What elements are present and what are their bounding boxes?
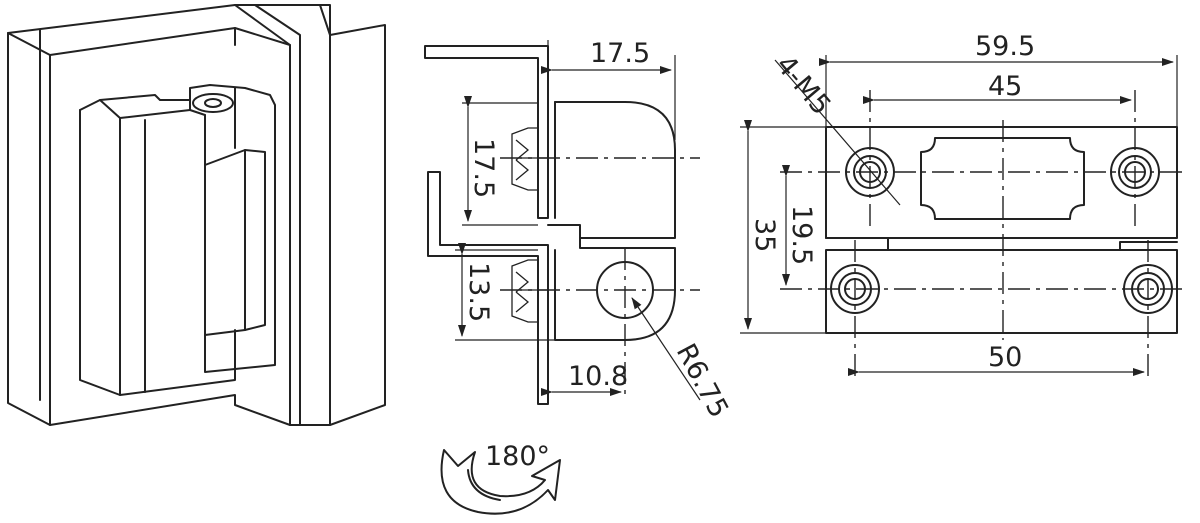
- dim-radius: R6.75: [670, 339, 734, 423]
- dim-bottom-width: 10.8: [568, 361, 628, 392]
- dim-hole-spacing-bottom: 50: [988, 342, 1022, 373]
- dim-upper-height: 17.5: [468, 138, 499, 198]
- dim-hole-spacing-top: 45: [988, 71, 1022, 102]
- dim-hole-label: 4-M5: [770, 50, 837, 122]
- dim-leaf-height: 19.5: [786, 205, 817, 265]
- dim-lower-height: 13.5: [463, 262, 494, 322]
- dim-overall-width: 59.5: [975, 31, 1035, 62]
- rotation-180-icon: 180°: [440, 441, 561, 515]
- isometric-hinge-view: [7, 4, 386, 426]
- rotation-label: 180°: [485, 441, 550, 472]
- dim-overall-height: 35: [749, 218, 780, 252]
- side-section-view: 17.5 17.5 13.5 10.8 R6.75: [424, 38, 734, 423]
- dim-top-width: 17.5: [590, 38, 650, 69]
- front-view: 59.5 45 4-M5 35 19.5 50: [740, 31, 1185, 380]
